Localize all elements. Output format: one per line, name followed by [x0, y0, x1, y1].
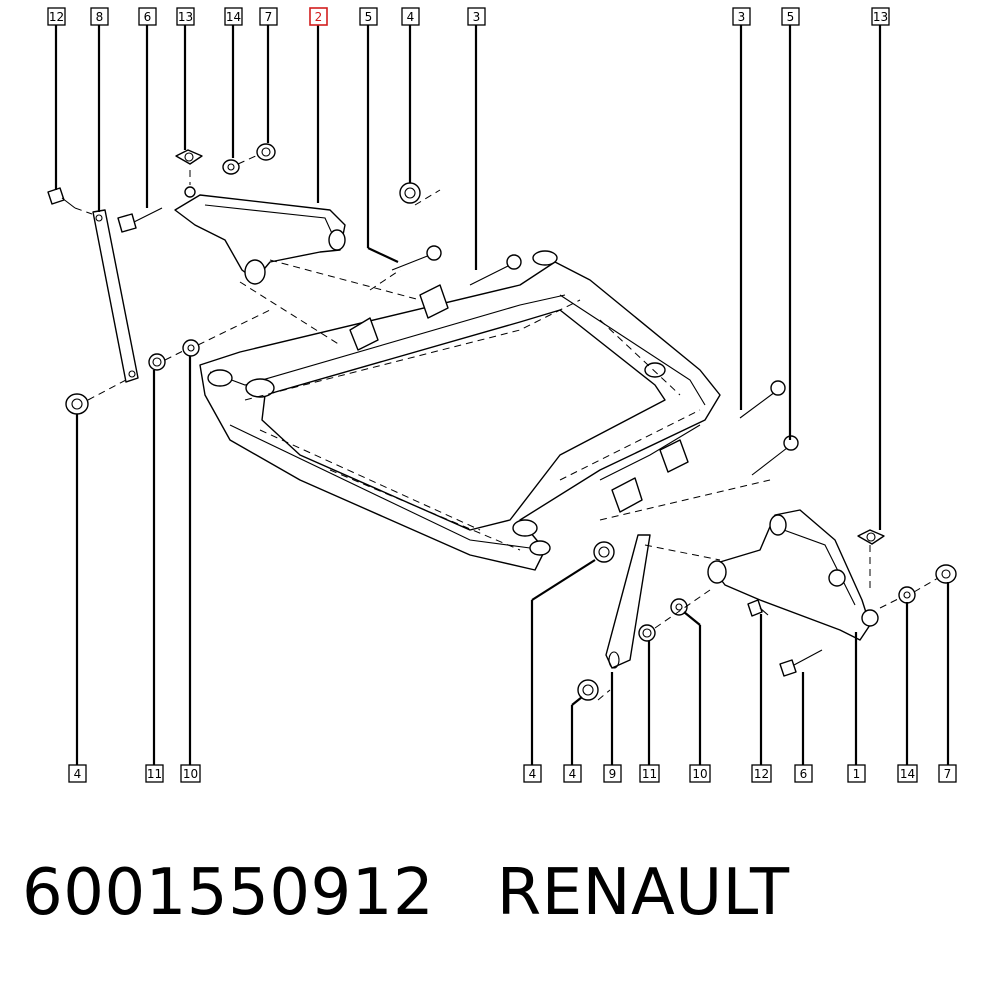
- callout-6-bottom: 6: [794, 764, 813, 783]
- callout-11-bottom-right: 11: [639, 764, 660, 783]
- callout-label: 4: [529, 767, 537, 781]
- callout-label: 7: [944, 767, 952, 781]
- callout-label: 12: [754, 767, 769, 781]
- link-rod-left: [92, 209, 139, 383]
- callout-label: 7: [265, 10, 273, 24]
- callout-label: 3: [738, 10, 746, 24]
- callout-3-top: 3: [467, 7, 486, 26]
- callout-1-bottom: 1: [847, 764, 866, 783]
- bolts: [47, 187, 823, 677]
- callout-label: 5: [365, 10, 373, 24]
- callout-12-bottom: 12: [751, 764, 772, 783]
- callout-label: 6: [800, 767, 808, 781]
- callout-label: 14: [900, 767, 915, 781]
- leader-lines-top: [54, 25, 882, 530]
- callout-label: 3: [473, 10, 481, 24]
- callout-3-top-right: 3: [732, 7, 751, 26]
- assembly-lines: [74, 154, 939, 701]
- part-caption: 6001550912 RENAULT: [22, 856, 790, 930]
- callout-13-top-right: 13: [871, 7, 890, 26]
- callout-8-top: 8: [90, 7, 109, 26]
- callout-2-highlighted: 2: [309, 7, 328, 26]
- callout-label: 2: [315, 10, 323, 24]
- callout-13-top: 13: [176, 7, 195, 26]
- callout-10-bottom: 10: [180, 764, 201, 783]
- callout-6-top: 6: [138, 7, 157, 26]
- callout-label: 10: [183, 767, 198, 781]
- left-control-arm: [174, 186, 346, 285]
- callout-14-bottom: 14: [897, 764, 918, 783]
- link-rod-right: [605, 534, 651, 669]
- callout-5-top-right: 5: [781, 7, 800, 26]
- callout-label: 13: [873, 10, 888, 24]
- frame-bushings: [349, 284, 689, 513]
- callout-7-top: 7: [259, 7, 278, 26]
- callout-4-top: 4: [401, 7, 420, 26]
- callout-10-bottom-right: 10: [689, 764, 711, 783]
- callout-4-bottom-lower: 4: [563, 764, 582, 783]
- callout-label: 12: [49, 10, 64, 24]
- callout-5-top: 5: [359, 7, 378, 26]
- callout-11-bottom: 11: [145, 764, 164, 783]
- callout-4-bottom: 4: [68, 764, 87, 783]
- callout-label: 4: [569, 767, 577, 781]
- callout-label: 4: [74, 767, 82, 781]
- callout-label: 11: [147, 767, 162, 781]
- callout-label: 5: [787, 10, 795, 24]
- callout-7-bottom: 7: [938, 764, 957, 783]
- callout-label: 14: [226, 10, 241, 24]
- callout-label: 4: [407, 10, 415, 24]
- callout-label: 1: [853, 767, 861, 781]
- callout-label: 13: [178, 10, 193, 24]
- callout-label: 8: [96, 10, 104, 24]
- part-number: 6001550912: [22, 856, 435, 930]
- leader-lines-bottom: [75, 356, 950, 765]
- brand-name: RENAULT: [496, 856, 790, 930]
- callout-9-bottom: 9: [603, 764, 622, 783]
- right-control-arm: [707, 509, 879, 641]
- callout-label: 11: [642, 767, 657, 781]
- callout-14-top: 14: [224, 7, 243, 26]
- callout-label: 6: [144, 10, 152, 24]
- callout-label: 9: [609, 767, 617, 781]
- callout-12-top: 12: [47, 7, 66, 26]
- callout-label: 10: [692, 767, 707, 781]
- front-subframe: [199, 250, 721, 571]
- callout-4-bottom-mid: 4: [523, 764, 542, 783]
